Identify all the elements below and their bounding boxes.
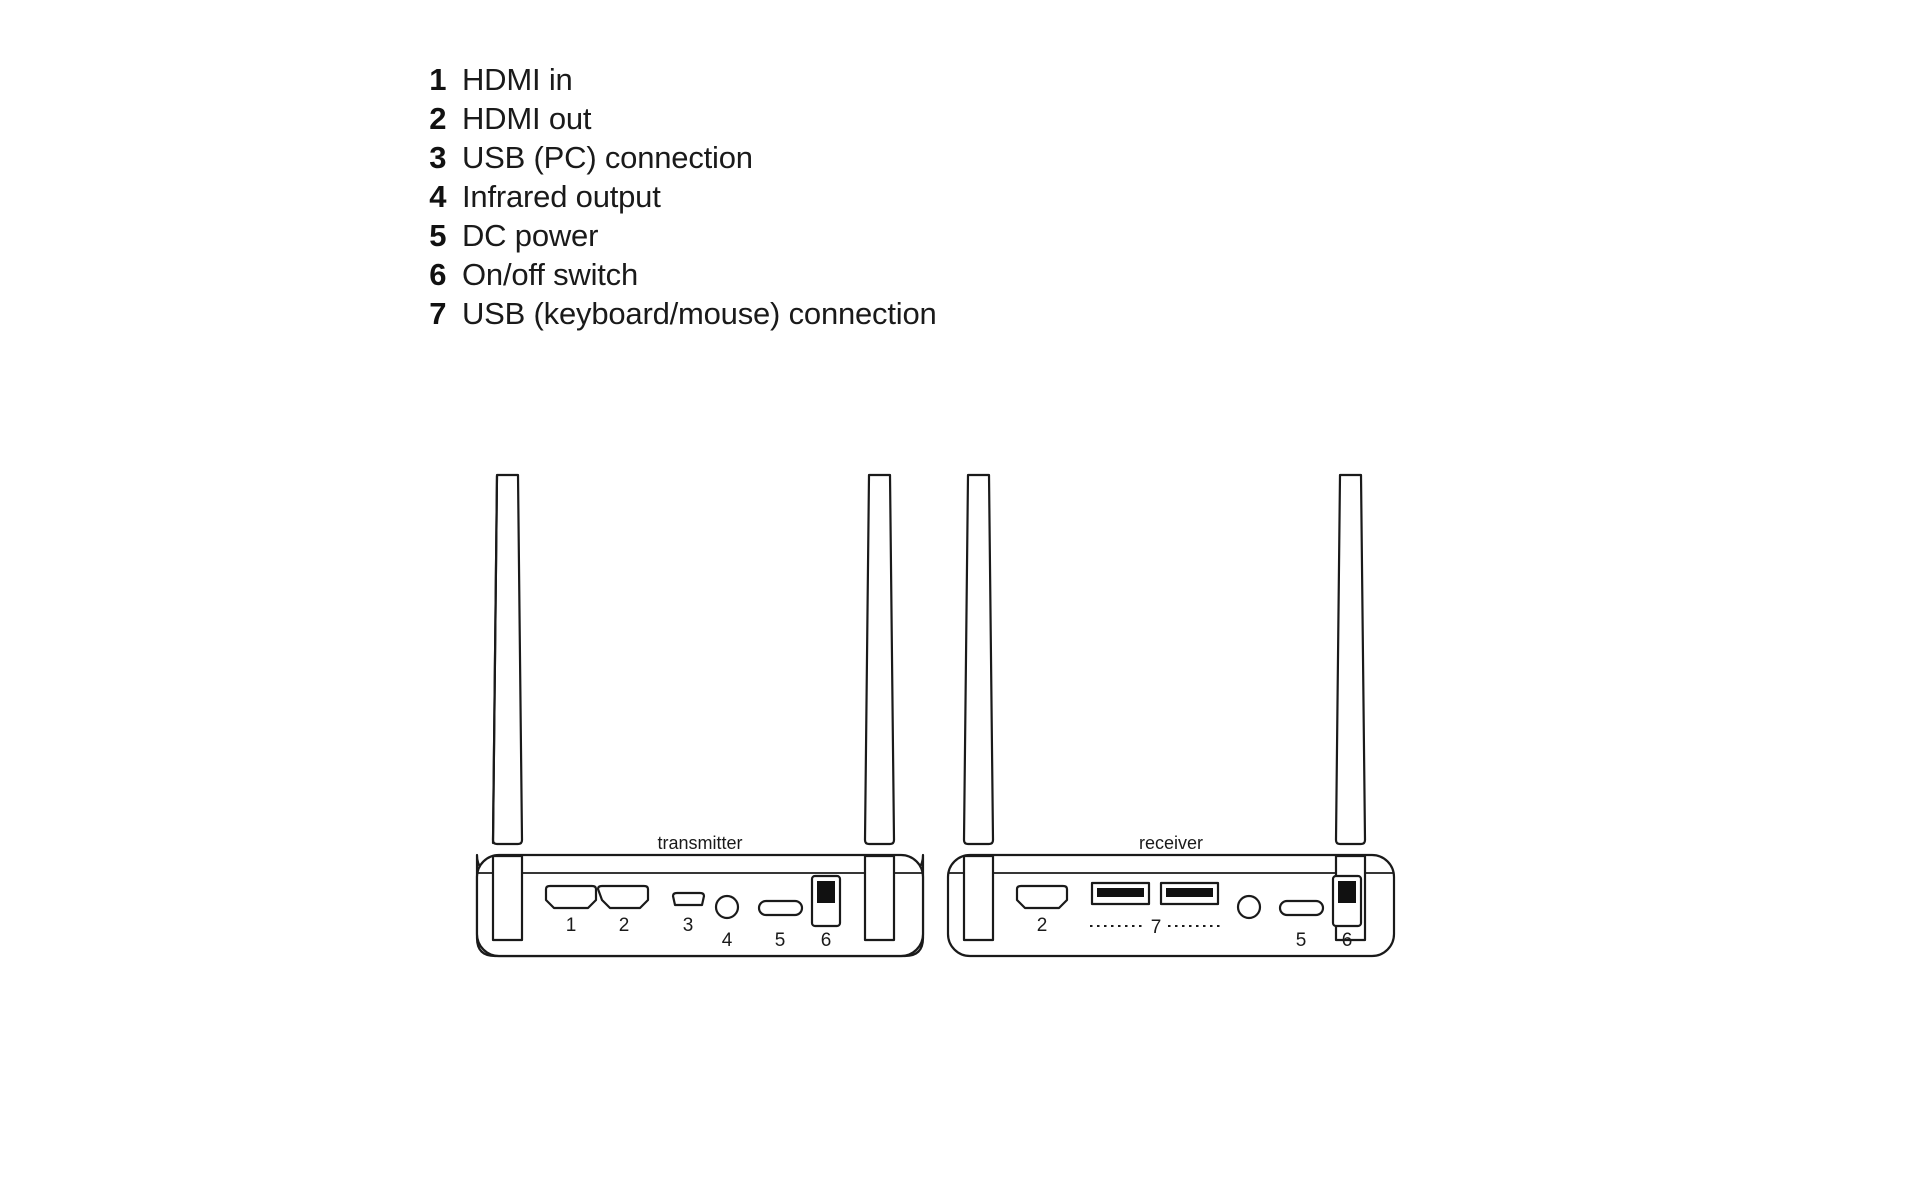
legend-number: 1: [429, 62, 446, 97]
antenna-right-icon: [1334, 473, 1367, 846]
legend-label: DC power: [462, 218, 599, 253]
port-number-5: 5: [775, 930, 786, 951]
legend-number: 2: [429, 101, 446, 136]
antenna-right-icon: [863, 473, 896, 846]
antenna-right-base: [863, 854, 896, 942]
legend-number: 5: [429, 218, 446, 253]
port-micro-usb-3[interactable]: [671, 891, 706, 907]
legend-item: 1 HDMI in: [420, 62, 937, 101]
port-number-4: 4: [722, 930, 733, 951]
power-switch-rocker-icon[interactable]: [1338, 881, 1356, 903]
antenna-left-flare: [491, 474, 499, 845]
legend-number: 4: [429, 179, 446, 214]
legend-item: 7 USB (keyboard/mouse) connection: [420, 296, 937, 335]
transmitter-name-label: transmitter: [657, 833, 742, 853]
antenna-left-base: [491, 854, 524, 942]
legend-item: 3 USB (PC) connection: [420, 140, 937, 179]
port-hdmi-1[interactable]: [544, 884, 598, 910]
antenna-left-icon: [962, 473, 995, 846]
port-dc-power-5[interactable]: [1278, 899, 1325, 917]
receiver-name-label: receiver: [1139, 833, 1203, 853]
port-infrared-4[interactable]: [714, 894, 740, 920]
receiver-chassis-outline: [946, 853, 1396, 958]
port-legend-list: 1 HDMI in 2 HDMI out 3 USB (PC) connecti…: [420, 62, 937, 335]
port-number-1: 1: [566, 915, 577, 936]
legend-label: USB (keyboard/mouse) connection: [462, 296, 937, 331]
legend-label: USB (PC) connection: [462, 140, 753, 175]
usb-a-right-contact-icon: [1166, 888, 1213, 897]
power-switch-rocker-icon[interactable]: [817, 881, 835, 903]
legend-number: 6: [429, 257, 446, 292]
legend-label: HDMI in: [462, 62, 573, 97]
legend-label: Infrared output: [462, 179, 661, 214]
port-number-7: 7: [1151, 917, 1162, 938]
port-number-2: 2: [619, 915, 630, 936]
legend-item: 2 HDMI out: [420, 101, 937, 140]
legend-label: HDMI out: [462, 101, 592, 136]
legend-label: On/off switch: [462, 257, 639, 292]
port-number-5: 5: [1296, 930, 1307, 951]
port-infrared-receiver[interactable]: [1236, 894, 1262, 920]
port-number-2: 2: [1037, 915, 1048, 936]
receiver-device: receiver 2 7 5 6: [946, 473, 1396, 958]
port-hdmi-2[interactable]: [1015, 884, 1069, 910]
transmitter-device: transmitter 1 2 3 4 5 6: [475, 473, 925, 958]
legend-item: 4 Infrared output: [420, 179, 937, 218]
port-hdmi-2[interactable]: [596, 884, 650, 910]
legend-number: 3: [429, 140, 446, 175]
port-usb-a-pair-7[interactable]: 7: [1090, 881, 1222, 938]
legend-number: 7: [429, 296, 446, 331]
legend-item: 6 On/off switch: [420, 257, 937, 296]
antenna-left-base: [962, 854, 995, 942]
port-dc-power-5[interactable]: [757, 899, 804, 917]
usb-a-left-contact-icon: [1097, 888, 1144, 897]
legend-item: 5 DC power: [420, 218, 937, 257]
port-number-6: 6: [1342, 930, 1353, 951]
port-number-6: 6: [821, 930, 832, 951]
port-number-3: 3: [683, 915, 694, 936]
